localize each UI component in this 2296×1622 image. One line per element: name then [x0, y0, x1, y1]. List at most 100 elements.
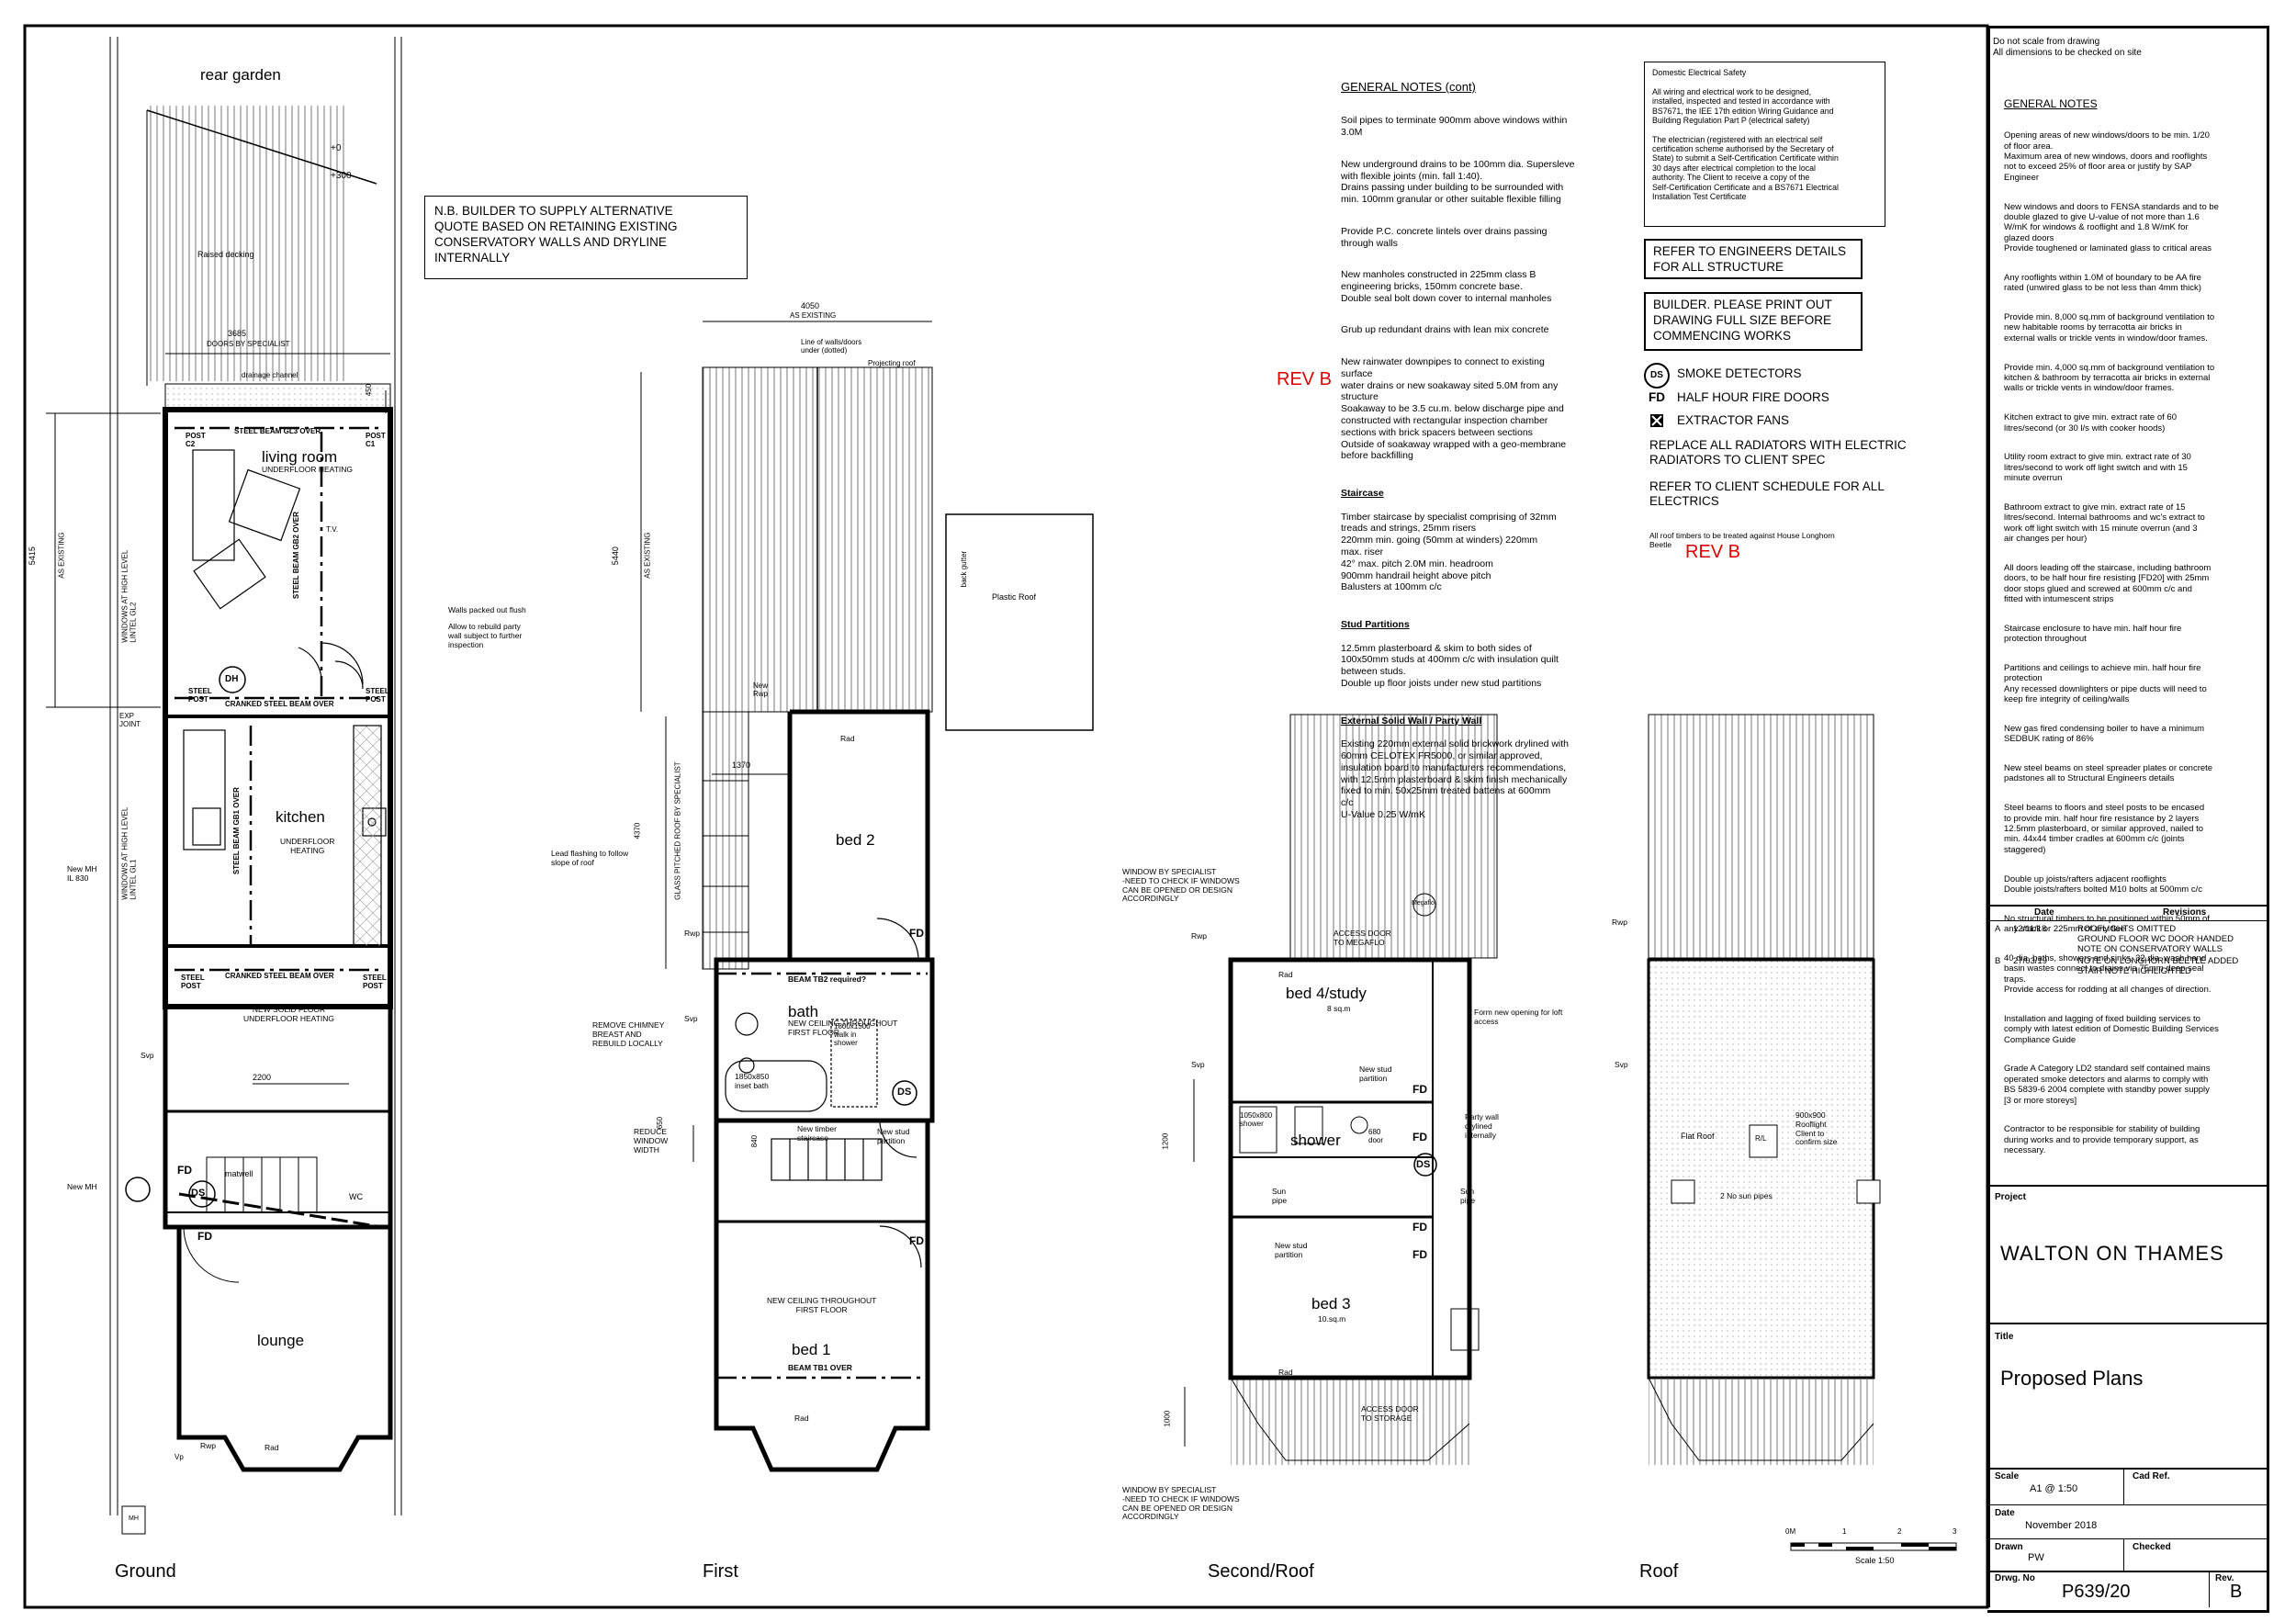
drawn-value: PW: [2028, 1552, 2044, 1563]
dim-650: 650: [656, 1116, 665, 1130]
room-bed1: bed 1: [792, 1341, 831, 1358]
fd-second-4: FD: [1412, 1248, 1427, 1261]
dim-2200: 2200: [253, 1073, 272, 1082]
extractor-fan-icon: [1650, 414, 1663, 427]
drg-line: [1987, 1571, 2267, 1572]
rebuild-party-wall-note: Allow to rebuild party wall subject to f…: [448, 622, 523, 649]
rad-first-1: Rad: [840, 734, 855, 743]
sun-pipe-1: Sun pipe: [1272, 1187, 1288, 1205]
level-plus0: +0: [331, 143, 342, 153]
date-value: November 2018: [2025, 1520, 2098, 1531]
loft-access-note: Form new opening for loft access: [1474, 1008, 1563, 1026]
drawn-checked-divider: [2123, 1538, 2124, 1571]
general-note: New windows and doors to FENSA standards…: [2004, 201, 2219, 254]
rad-first-2: Rad: [794, 1414, 809, 1423]
timbers-note: All roof timbers to be treated against H…: [1649, 531, 1835, 549]
mh-box: MH: [129, 1515, 139, 1522]
external-wall-heading: External Solid Wall / Party Wall: [1341, 715, 1482, 727]
walls-packed-note: Walls packed out flush: [448, 605, 526, 614]
level-plus300: +300: [331, 171, 352, 181]
drg-rev-divider: [2209, 1571, 2210, 1607]
room-bed3-area: 10.sq.m: [1318, 1314, 1346, 1324]
nb-builder-note: N.B. BUILDER TO SUPPLY ALTERNATIVE QUOTE…: [424, 196, 748, 279]
fd-first-2: FD: [909, 1234, 924, 1247]
room-bath: bath: [788, 1003, 819, 1020]
ground-floor-plan: [46, 37, 402, 1535]
scale-label: Scale: [1995, 1471, 2020, 1481]
rev-label: Rev.: [2215, 1573, 2234, 1583]
first-stud-note: New stud partition: [877, 1127, 910, 1145]
dim-1370: 1370: [732, 760, 751, 770]
drawing-title: Proposed Plans: [2000, 1367, 2144, 1390]
general-note: Bathroom extract to give min. extract ra…: [2004, 501, 2205, 545]
windows-gl2: WINDOWS AT HIGH LEVEL LINTEL GL2: [120, 549, 138, 643]
drg-no-value: P639/20: [2062, 1582, 2131, 1602]
rev-head-date: Date: [2034, 907, 2054, 918]
staircase-text: Timber staircase by specialist comprisin…: [1341, 511, 1557, 593]
scale-line: [1987, 1468, 2267, 1470]
access-megaflo-note: ACCESS DOOR TO MEGAFLO: [1334, 929, 1391, 947]
ds-first: DS: [897, 1087, 912, 1098]
dim-1000: 1000: [1163, 1410, 1172, 1427]
exp-joint: EXP JOINT: [119, 712, 141, 729]
rev-head-revisions: Revisions: [2163, 907, 2207, 918]
checked-label: Checked: [2133, 1542, 2171, 1552]
room-bath-sub: NEW CEILING THROUGHOUT FIRST FLOOR: [788, 1019, 898, 1037]
scale-tick-0: 0M: [1785, 1527, 1796, 1536]
notes-cont-para: Grub up redundant drains with lean mix c…: [1341, 324, 1549, 336]
room-kitchen: kitchen: [276, 808, 325, 826]
new-mh-note: New MH IL 830: [67, 864, 97, 883]
beam-tb1: BEAM TB1 OVER: [788, 1363, 852, 1372]
dim-as-existing-first-v: AS EXISTING: [643, 532, 652, 579]
dim-5440: 5440: [610, 546, 620, 566]
general-notes: GENERAL NOTES Opening areas of new windo…: [2004, 87, 2254, 1175]
room-living: living room: [262, 448, 338, 466]
cad-ref-label: Cad Ref.: [2133, 1471, 2170, 1481]
drawn-label: Drawn: [1995, 1542, 2023, 1552]
access-storage-note: ACCESS DOOR TO STORAGE: [1361, 1404, 1419, 1423]
dim-4370: 4370: [633, 822, 642, 839]
general-note: Kitchen extract to give min. extract rat…: [2004, 412, 2177, 434]
room-lounge: lounge: [257, 1332, 305, 1349]
project-name: WALTON ON THAMES: [2000, 1242, 2224, 1265]
svp-ground: Svp: [141, 1051, 154, 1060]
sun-pipe-2: Sun pipe: [1460, 1187, 1476, 1205]
beam-gb1: STEEL BEAM GB1 OVER: [231, 787, 241, 875]
window-specialist-note-2: WINDOW BY SPECIALIST -NEED TO CHECK IF W…: [1122, 1485, 1240, 1522]
dim-1200: 1200: [1161, 1132, 1170, 1150]
tv-label: T.V.: [326, 525, 339, 534]
rad-second-2: Rad: [1278, 1368, 1293, 1377]
dim-3685: 3685: [228, 329, 247, 338]
ef-legend-label: EXTRACTOR FANS: [1677, 413, 1790, 427]
revisions-top-line: [1987, 905, 2267, 907]
dim-doors-specialist: DOORS BY SPECIALIST: [207, 340, 290, 348]
projecting-roof-note: Projecting roof: [868, 359, 916, 367]
builder-print-box: BUILDER. PLEASE PRINT OUT DRAWING FULL S…: [1644, 292, 1863, 351]
do-not-scale: Do not scale from drawing All dimensions…: [1993, 37, 2142, 58]
general-notes-cont: GENERAL NOTES (cont) Soil pipes to termi…: [1341, 68, 1575, 840]
second-floor-plan: [1184, 714, 1498, 1465]
plan-label-first: First: [703, 1561, 738, 1582]
window-specialist-note-1: WINDOW BY SPECIALIST -NEED TO CHECK IF W…: [1122, 867, 1240, 904]
walk-in-shower-note: 1800x1500 walk in shower: [834, 1022, 871, 1048]
ds-symbol-ground: DS: [191, 1188, 206, 1199]
rwp-first: Rwp: [684, 929, 701, 938]
shower-size-note: 1050x800 shower: [1240, 1111, 1273, 1129]
stud-heading: Stud Partitions: [1341, 618, 1410, 630]
rad-second-1: Rad: [1278, 970, 1293, 979]
general-note: Partitions and ceilings to achieve min. …: [2004, 662, 2207, 705]
room-living-sub: UNDERFLOOR HEATING: [262, 465, 354, 474]
date-label: Date: [1995, 1508, 2015, 1518]
rev-value: B: [2230, 1582, 2243, 1602]
general-notes-heading: GENERAL NOTES: [2004, 97, 2098, 111]
cranked-beam-2: CRANKED STEEL BEAM OVER: [225, 972, 334, 980]
general-note: Contractor to be responsible for stabili…: [2004, 1124, 2200, 1156]
megaflo-label: Megaflo: [1412, 900, 1435, 907]
rear-garden-label: rear garden: [200, 66, 281, 84]
dim-450: 450: [365, 383, 374, 397]
external-wall-text: Existing 220mm external solid brickwork …: [1341, 738, 1570, 820]
general-note: Provide min. 4,000 sq.mm of background v…: [2004, 362, 2215, 394]
title-line: [1987, 1323, 2267, 1324]
remove-chimney-note: REMOVE CHIMNEY BREAST AND REBUILD LOCALL…: [592, 1020, 665, 1048]
steel-post-1: STEEL POST: [188, 687, 212, 704]
